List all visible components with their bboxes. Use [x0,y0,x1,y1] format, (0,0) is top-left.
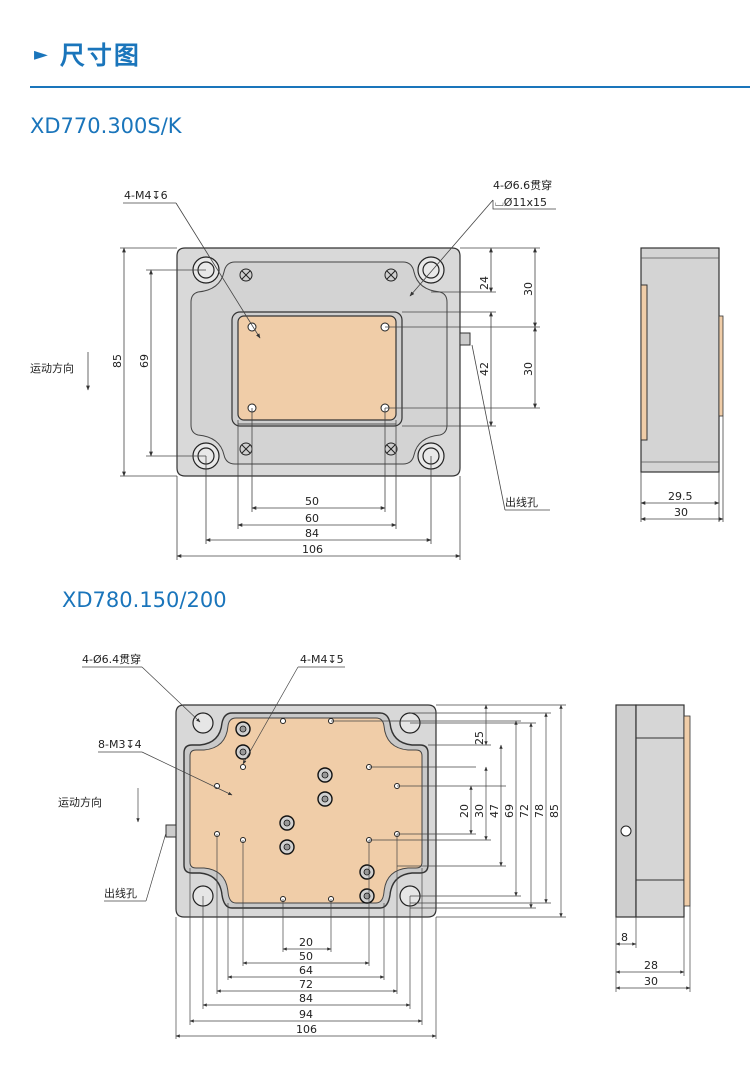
dim-85: 85 [548,804,561,818]
side-dim-28: 28 [644,959,658,972]
triangle-marker-icon: ► [34,43,48,65]
section-title: 尺寸图 [59,41,141,70]
side-dim-29-5: 29.5 [668,490,693,503]
dim-30-b: 30 [522,362,535,376]
direction-label: 运动方向 [30,361,74,375]
hole-callout: 4-Ø6.4贯穿 [82,652,141,666]
tapped-hole [240,764,246,770]
dim-106: 106 [296,1023,317,1036]
through-hole [192,712,214,734]
cable-label: 出线孔 [104,886,137,900]
drawing-2-side: 8 28 30 [615,704,691,992]
dim-30: 30 [473,804,486,818]
dim-20: 20 [299,936,313,949]
tap4-callout: 8-M3↧4 [98,738,142,751]
dim-78: 78 [533,804,546,818]
tap-callout: 4-M4↧6 [124,189,168,202]
side-dim-30: 30 [644,975,658,988]
model-title-2: XD780.150/200 [62,588,227,612]
dim-50: 50 [299,950,313,963]
top-plate [189,717,423,904]
dim-25: 25 [473,731,486,745]
dim-72: 72 [299,978,313,991]
section-header: ► 尺寸图 [34,34,141,74]
drawing-1-front: 4-M4↧6 4-Ø6.6贯穿 ⌴Ø11x15 运动方向 出线孔 50 60 8… [30,178,556,560]
dim-20v: 20 [458,804,471,818]
drawing-2-front: 4-Ø6.4贯穿 4-M4↧5 8-M3↧4 运动方向 出线孔 20 50 64… [58,652,566,1039]
counterbore-callout: ⌴Ø11x15 [495,196,547,209]
side-dim-8: 8 [621,931,628,944]
dim-60: 60 [305,512,319,525]
dim-69: 69 [138,354,151,368]
dim-84: 84 [305,527,319,540]
cable-outlet [165,824,177,838]
dim-85: 85 [111,354,124,368]
dim-84: 84 [299,992,313,1005]
cable-outlet [459,332,471,346]
dim-69: 69 [503,804,516,818]
cable-outlet [620,825,632,837]
dim-72v: 72 [518,804,531,818]
top-plate [237,315,397,421]
dim-50: 50 [305,495,319,508]
dim-24: 24 [478,276,491,290]
cable-label: 出线孔 [505,495,538,509]
tap5-callout: 4-M4↧5 [300,653,344,666]
dim-42: 42 [478,362,491,376]
hole-callout: 4-Ø6.6贯穿 [493,178,552,192]
dim-106: 106 [302,543,323,556]
header-divider [30,86,750,88]
dim-94: 94 [299,1008,313,1021]
dim-64: 64 [299,964,313,977]
dim-47: 47 [488,804,501,818]
direction-label: 运动方向 [58,795,102,809]
side-dim-30: 30 [674,506,688,519]
dim-30-a: 30 [522,282,535,296]
tapped-hole [280,718,286,724]
drawing-1-side: 29.5 30 [640,247,724,522]
model-title-1: XD770.300S/K [30,114,182,138]
